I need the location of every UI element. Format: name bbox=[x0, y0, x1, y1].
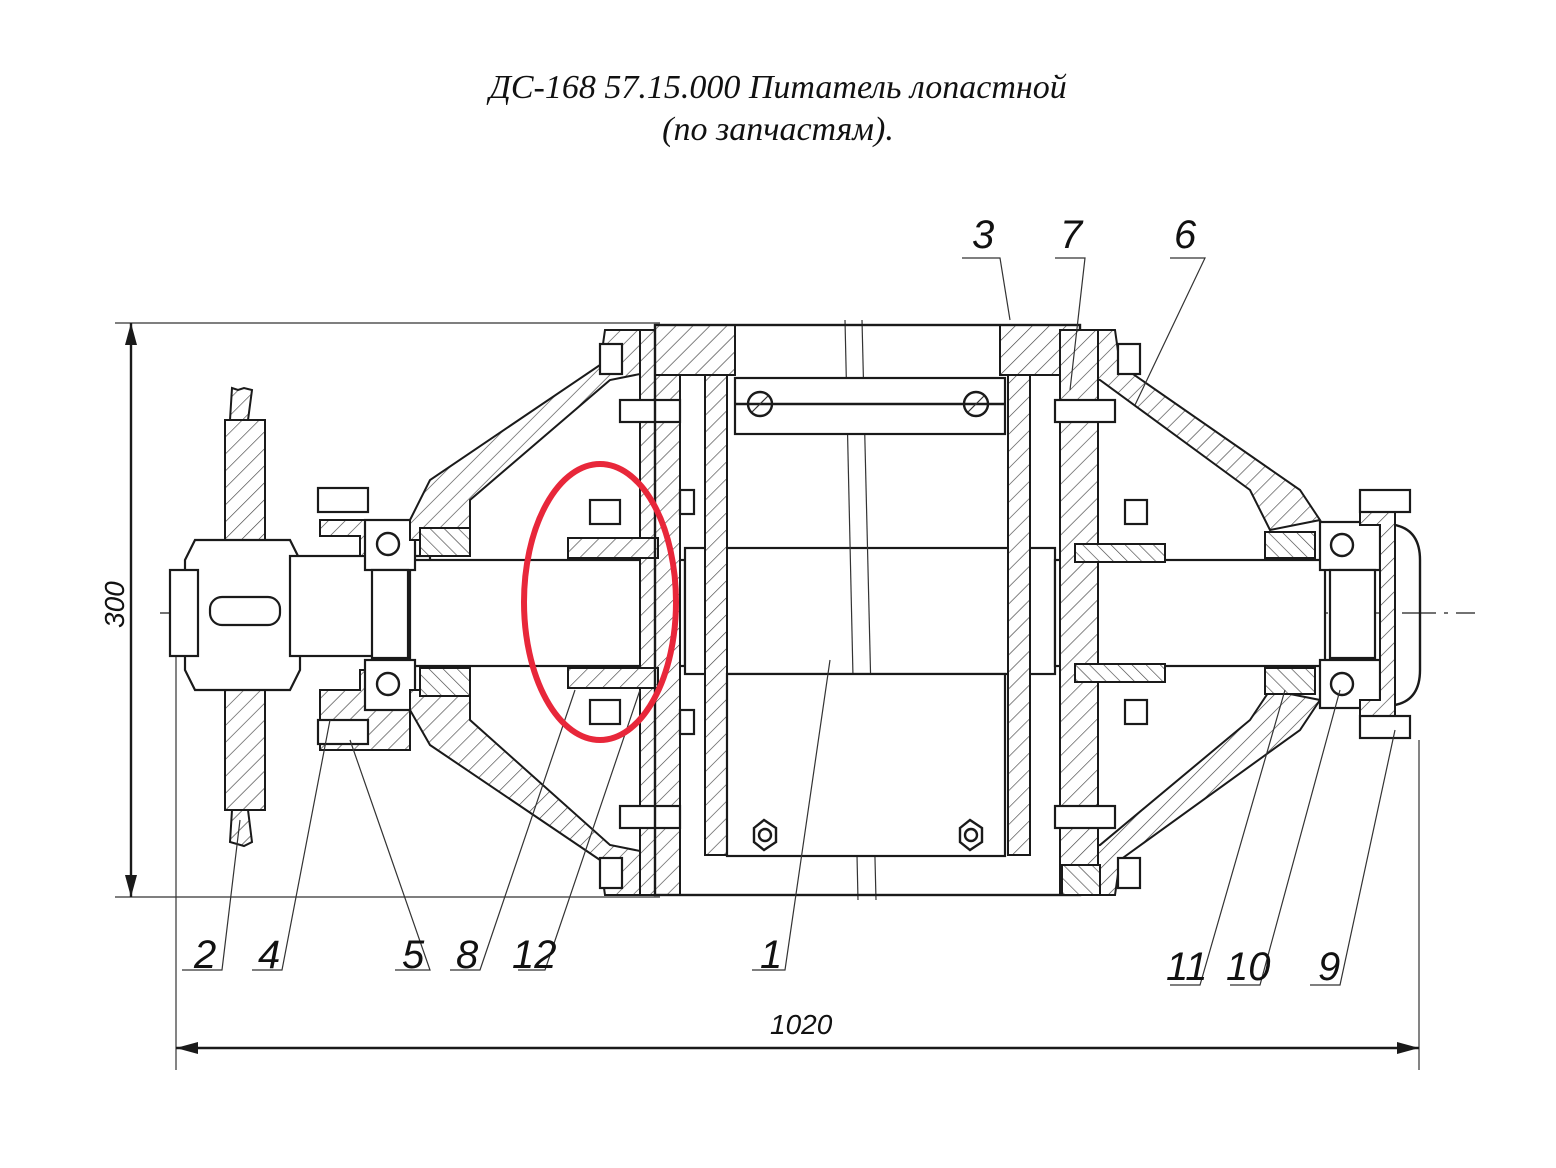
callout-11: 11 bbox=[1166, 945, 1208, 989]
leader-lines bbox=[182, 257, 1396, 986]
length-dimension: 1020 bbox=[175, 650, 1420, 1070]
callout-8: 8 bbox=[456, 933, 479, 977]
left-seal-assembly bbox=[419, 527, 659, 697]
callout-1: 1 bbox=[760, 933, 782, 977]
callout-3: 3 bbox=[972, 213, 994, 257]
callout-2: 2 bbox=[193, 933, 216, 977]
rotor-drum bbox=[653, 323, 1082, 897]
callout-labels: 2 4 5 8 12 1 3 7 6 11 10 9 bbox=[193, 213, 1340, 989]
callout-7: 7 bbox=[1060, 213, 1084, 257]
callout-6: 6 bbox=[1174, 213, 1197, 257]
length-dimension-text: 1020 bbox=[770, 1009, 833, 1040]
drawing-subtitle: (по запчастям). bbox=[662, 111, 894, 148]
left-bearing-housing bbox=[316, 486, 417, 751]
right-cone-housing bbox=[1053, 329, 1322, 896]
left-cone-housing bbox=[409, 329, 696, 896]
height-dimension: 300 bbox=[99, 322, 660, 898]
highlight-ellipse bbox=[521, 461, 679, 743]
drawing-title: ДС-168 57.15.000 Питатель лопастной bbox=[489, 69, 1067, 106]
height-dimension-text: 300 bbox=[99, 581, 130, 628]
callout-9: 9 bbox=[1318, 945, 1340, 989]
sprocket bbox=[168, 386, 302, 848]
callout-10: 10 bbox=[1226, 945, 1271, 989]
callout-4: 4 bbox=[258, 933, 280, 977]
callout-5: 5 bbox=[402, 933, 425, 977]
callout-12: 12 bbox=[512, 933, 557, 977]
right-bearing-assembly bbox=[1264, 488, 1422, 740]
